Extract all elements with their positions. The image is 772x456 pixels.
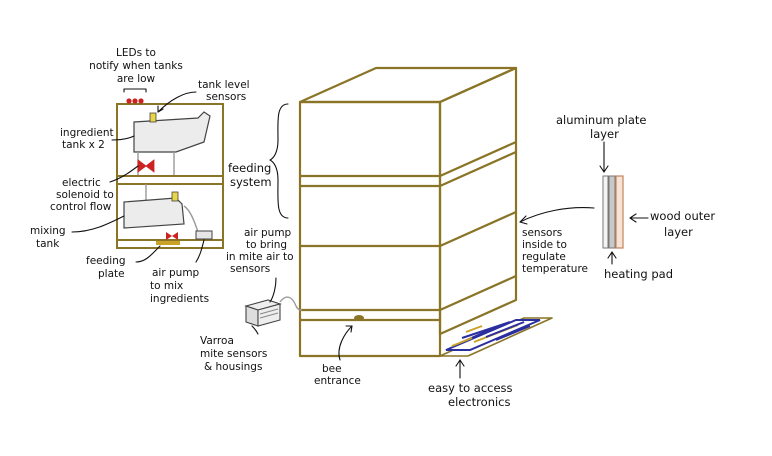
label-line: layer [664,225,693,239]
label-line: notify when tanks [89,60,183,72]
label-air-pump-mite: air pump to bring in mite air to sensors [226,227,294,275]
beehive-body [298,66,518,358]
label-line: to bring [246,239,287,251]
label-varroa: Varroa mite sensors & housings [200,335,267,373]
label-line: feeding [228,161,271,175]
label-line: aluminum plate [556,113,647,127]
label-ingredient-tank: ingredient tank x 2 [60,127,114,151]
led-indicator [126,98,132,104]
label-line: electric [62,177,101,189]
label-line: electronics [448,395,511,409]
label-line: in mite air to [226,251,294,263]
label-aluminum: aluminum plate layer [556,113,647,141]
label-feeding-system: feeding system [228,161,272,189]
label-line: ingredients [150,293,209,305]
label-line: bee [322,363,342,375]
label-line: ingredient [60,127,114,139]
wall-layer-detail [602,175,624,249]
label-line: wood outer [650,209,715,223]
label-heating-pad: heating pad [604,267,673,281]
label-line: plate [98,268,125,280]
feeding-valve-icon [166,232,178,240]
mixing-tank [123,197,185,229]
label-line: tank x 2 [62,139,105,151]
label-wood: wood outer layer [650,209,715,239]
aluminum-plate-layer [602,175,609,249]
wood-outer-layer [615,175,624,249]
label-line: sensors [206,91,246,103]
label-line: feeding [86,255,126,267]
label-line: air pump [152,267,200,279]
led-indicator [138,98,144,104]
label-line: are low [117,73,156,85]
label-line: to mix [150,280,183,292]
annotation-lines [71,88,649,379]
label-line: tank level [198,79,250,91]
label-leds: LEDs to notify when tanks are low [89,47,183,85]
label-line: mixing [30,225,66,237]
label-line: air pump [244,227,292,239]
label-line: mite sensors [200,348,267,360]
mixing-tank-sensor [171,191,179,202]
label-line: heating pad [604,267,673,281]
label-line: layer [590,127,619,141]
label-bee-entrance: bee entrance [314,363,361,387]
label-line: system [230,175,272,189]
label-mixing-tank: mixing tank [30,225,66,250]
feeding-plate [156,241,180,245]
label-line: regulate [522,251,566,263]
label-line: solenoid to [56,189,114,201]
label-line: control flow [50,201,112,213]
label-feeding-plate: feeding plate [86,255,126,280]
label-line: LEDs to [116,47,156,59]
label-air-pump-mix: air pump to mix ingredients [150,267,209,305]
label-line: inside to [522,239,567,251]
electronics-tray [439,317,553,357]
bee-entrance [354,315,364,321]
mixing-air-pump [195,230,213,240]
label-line: easy to access [428,381,513,395]
label-electric-solenoid: electric solenoid to control flow [50,177,114,213]
heating-pad-layer [608,175,616,249]
label-line: temperature [522,263,588,275]
feeding-system-cabinet [116,98,224,249]
label-line: sensors [522,227,562,239]
label-sensors-temp: sensors inside to regulate temperature [522,227,588,275]
label-line: & housings [204,361,262,373]
label-tank-level-sensors: tank level sensors [198,79,250,103]
label-line: Varroa [200,335,234,347]
led-indicator [132,98,138,104]
varroa-sensor-housing [244,296,303,327]
label-line: sensors [230,263,270,275]
label-easy-access: easy to access electronics [428,381,513,409]
tank-level-sensor [149,112,157,123]
label-line: entrance [314,375,361,387]
label-line: tank [36,238,60,250]
